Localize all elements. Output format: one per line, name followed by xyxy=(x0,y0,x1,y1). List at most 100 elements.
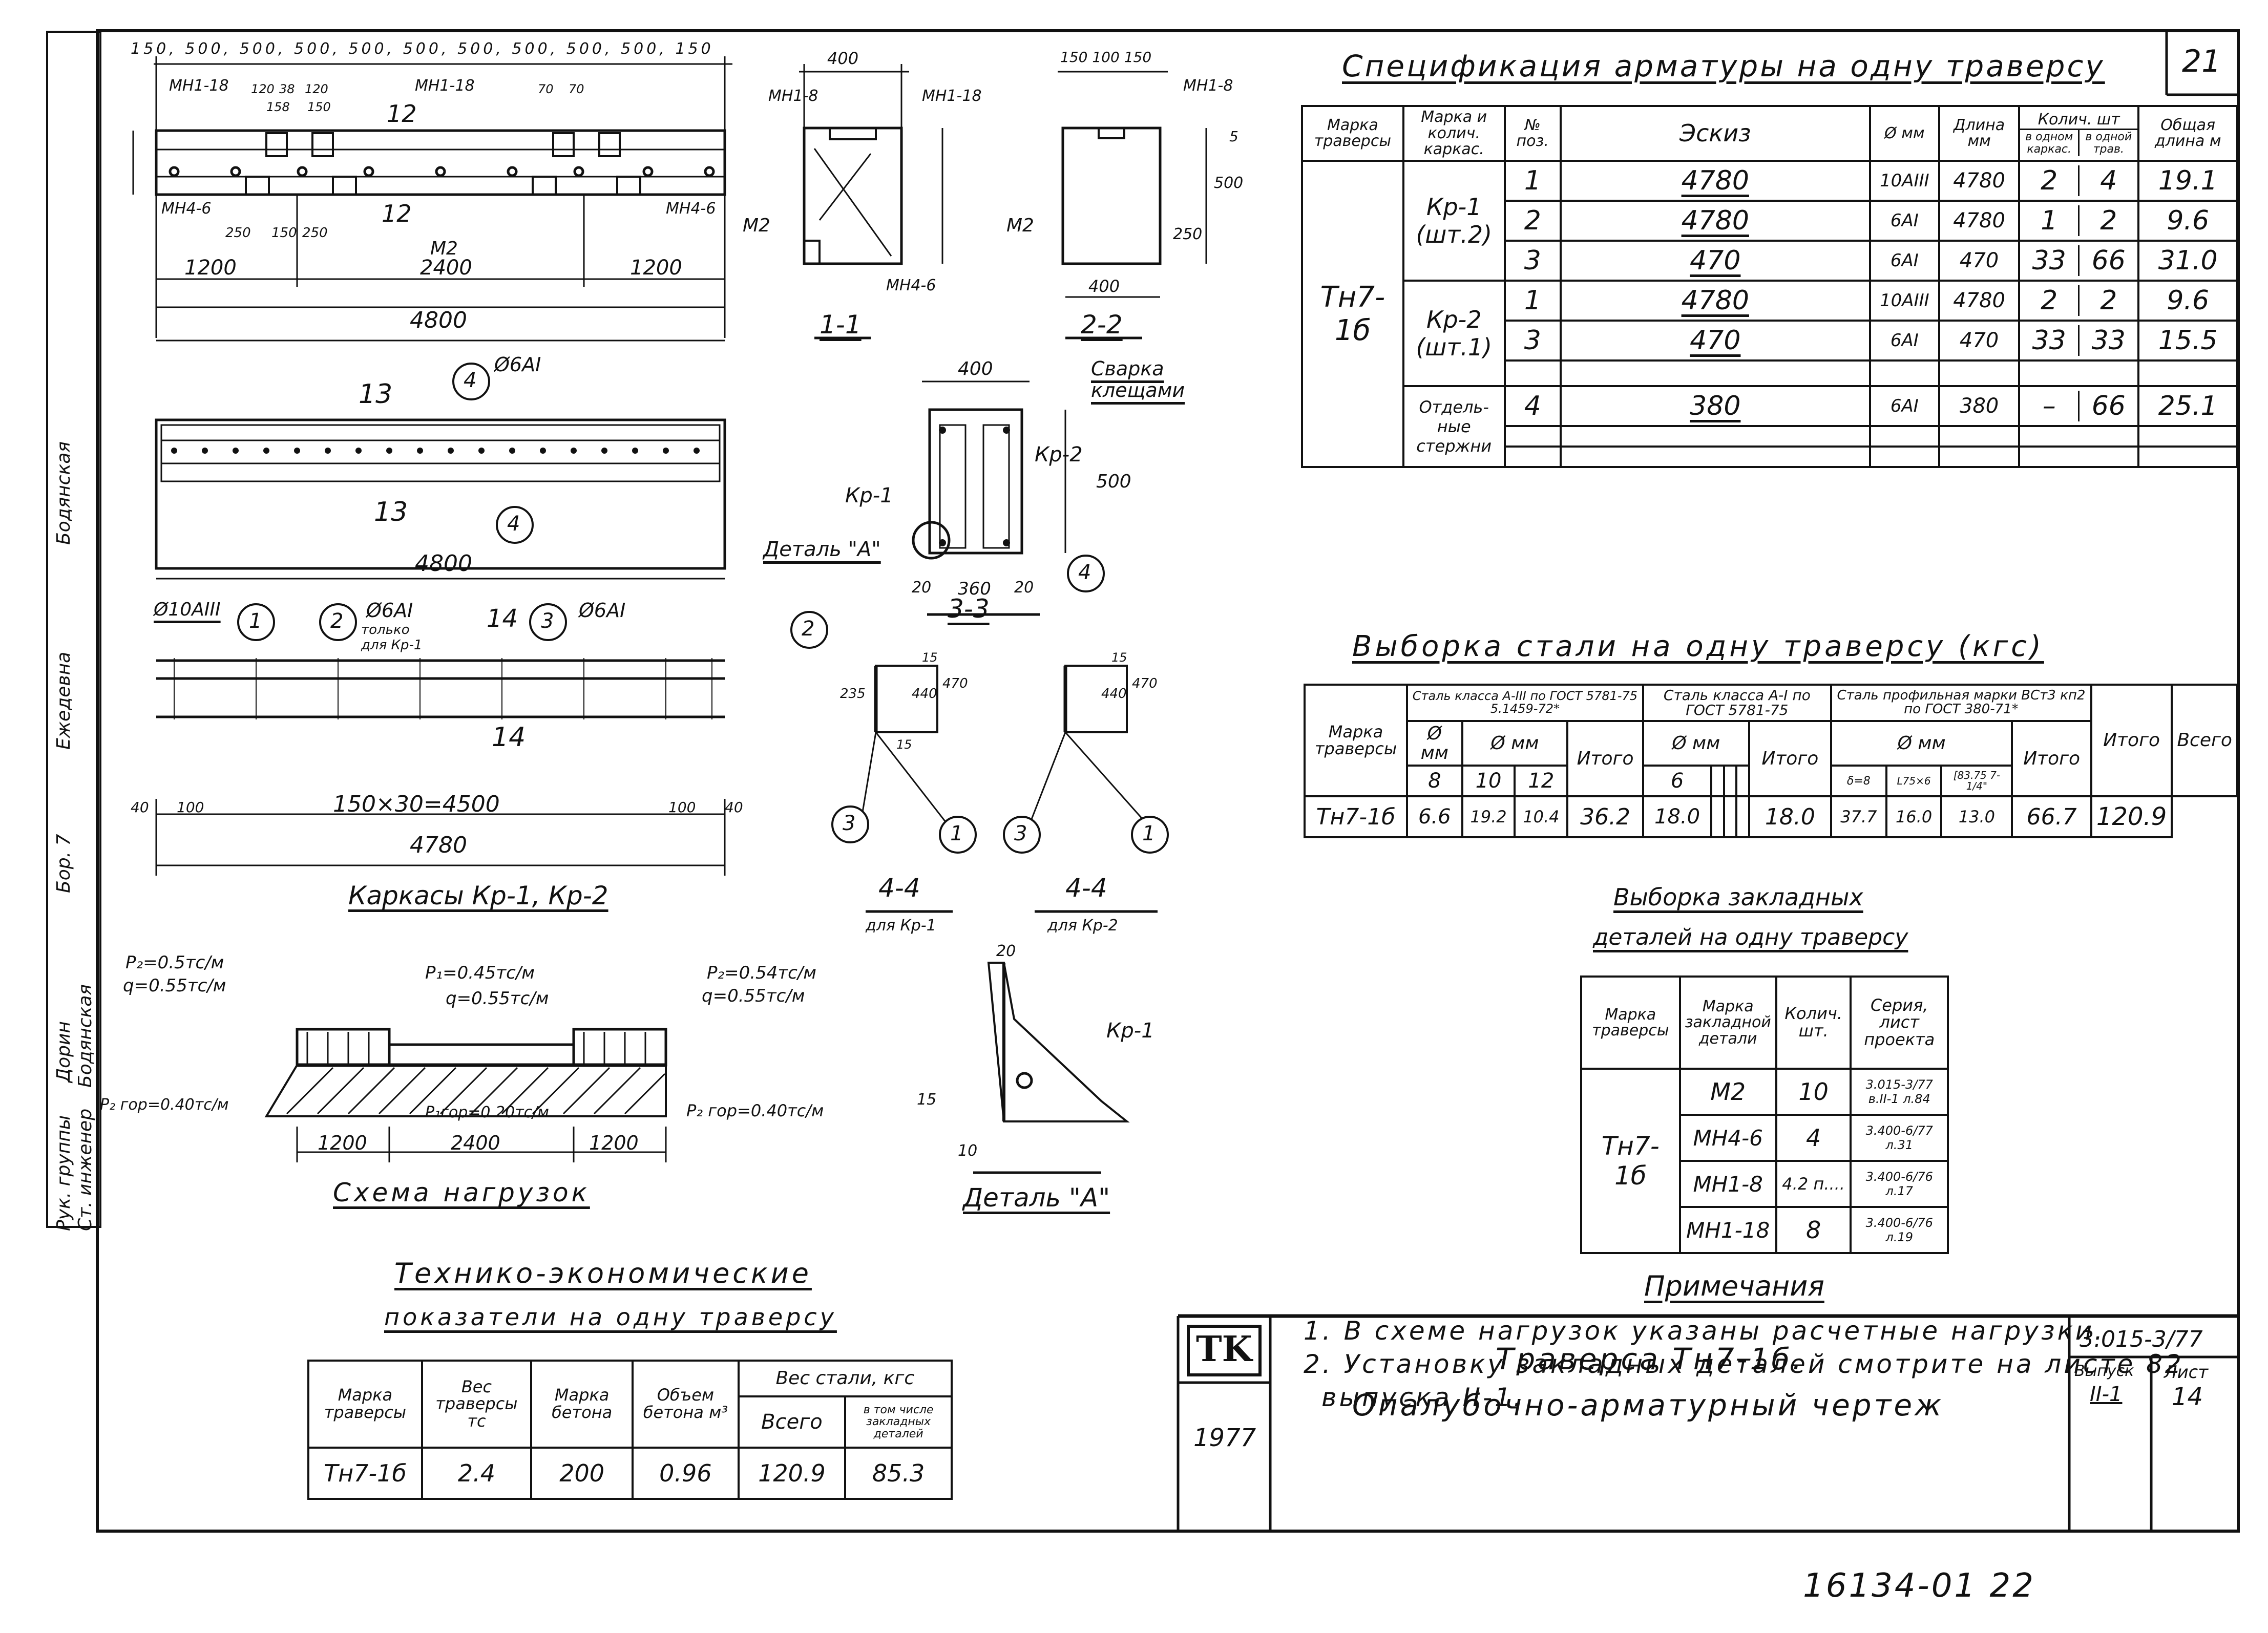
dia: 6АI xyxy=(1868,199,1941,242)
load-label: q=0.55тс/м xyxy=(702,986,805,1006)
qty2: 2 xyxy=(2100,285,2117,316)
dia: 6АI xyxy=(1868,319,1941,362)
title-line-1: Траверса Тн7-1б. xyxy=(1496,1342,1804,1376)
embed-ref: 3.400-6/76 л.19 xyxy=(1850,1206,1949,1254)
top-dim-chain: 150, 500, 500, 500, 500, 500, 500, 500, … xyxy=(131,40,714,58)
embed-qty: 8 xyxy=(1775,1206,1852,1254)
embed-label: МН4-6 xyxy=(886,277,936,294)
col-header: Марка бетона xyxy=(530,1360,634,1449)
dim-label: 40 xyxy=(131,799,149,816)
embed-part: МН1-18 xyxy=(1678,1206,1777,1254)
dim-label: 120 xyxy=(305,82,328,96)
embed-mark: Тн7-1б xyxy=(1580,1068,1681,1254)
dim-label: 20 xyxy=(912,579,932,597)
dim-label: 15 xyxy=(1111,650,1127,665)
note-item: 1. В схеме нагрузок указаны расчетные на… xyxy=(1304,1316,2106,1346)
frame-label: Кр-2 xyxy=(1035,443,1083,466)
dim-label: 500 xyxy=(185,40,224,58)
steel-value: 13.0 xyxy=(1940,795,2013,839)
strip-entry: Ст. инженер xyxy=(75,1108,96,1231)
dim-label: 10 xyxy=(958,1142,978,1160)
callout-1: 1 xyxy=(1142,822,1156,845)
dia: 10АIII xyxy=(1868,159,1941,202)
sub-header: в одной трав. xyxy=(2085,131,2132,156)
weld-note: Сварка клещами xyxy=(1091,357,1185,401)
steel-value: 120.9 xyxy=(2090,795,2173,839)
col-header: Вес стали, кгс xyxy=(737,1360,953,1397)
steel-mark: Тн7-1б xyxy=(1304,795,1408,839)
dim-label: 20 xyxy=(1014,579,1034,597)
col-header: Марка траверсы xyxy=(1304,683,1408,798)
dim-label: 15 xyxy=(917,1091,937,1109)
dim-label: 150 xyxy=(131,40,170,58)
dim-label: 440 xyxy=(912,686,937,702)
qty1: 1 xyxy=(2020,205,2080,236)
load-label: P₂=0.5тс/м xyxy=(125,952,224,973)
dim-label: 1200 xyxy=(630,256,682,280)
steel-table-title: Выборка стали на одну траверсу (кгс) xyxy=(1352,630,2044,663)
issue-value: II-1 xyxy=(2090,1383,2123,1406)
dim-label: 1200 xyxy=(318,1132,367,1154)
dim-label: 150 xyxy=(271,225,297,241)
steel-value: 10.4 xyxy=(1514,795,1569,839)
dia-header: δ=8 xyxy=(1830,765,1887,798)
total: 15.5 xyxy=(2137,319,2238,362)
embed-part: МН1-8 xyxy=(1678,1160,1777,1208)
load-label: P₁гор=0.20тс/м xyxy=(425,1104,549,1121)
dim-label: 470 xyxy=(942,676,968,691)
dim-label: 4780 xyxy=(410,832,467,858)
qty-header: Колич. шт в одном каркас. в одной трав. xyxy=(2018,105,2140,162)
spec-table: Марка траверсы Марка и колич. каркас. № … xyxy=(1301,105,2238,468)
dia: 6АI xyxy=(1868,239,1941,282)
dim-label: 235 xyxy=(840,686,866,702)
dim-label: 500 xyxy=(512,40,551,58)
total: 9.6 xyxy=(2137,279,2238,322)
dia: 10АIII xyxy=(1868,279,1941,322)
col-header: Итого xyxy=(1566,719,1644,798)
label-12: 12 xyxy=(387,100,417,128)
embed-label: МН1-8 xyxy=(768,87,818,105)
callout-3: 3 xyxy=(541,609,554,633)
col-header: Всего xyxy=(2171,683,2238,798)
col-header: Колич. шт xyxy=(2020,111,2138,131)
col-header: Сталь класса А-I по ГОСТ 5781-75 xyxy=(1642,684,1832,722)
col-header: Ø мм xyxy=(1461,719,1569,767)
dim-label: 250 xyxy=(225,225,251,241)
notes-title: Примечания xyxy=(1644,1270,1824,1302)
total: 25.1 xyxy=(2137,385,2238,427)
tk-logo: TK xyxy=(1196,1329,1252,1370)
embed-qty: 10 xyxy=(1775,1068,1852,1116)
approval-strip: Бодянская Ежедевна Бор. 7 Дорин Бодянска… xyxy=(46,31,101,1231)
detail-a-ref: Деталь "А" xyxy=(763,538,881,561)
dia-header: 8 xyxy=(1406,765,1463,798)
bar-label: Ø6АI xyxy=(366,599,413,622)
strip-entry: Дорин xyxy=(53,1021,74,1083)
embed-ref: 3.400-6/77 л.31 xyxy=(1850,1114,1949,1162)
embed-label: МН1-8 xyxy=(1183,77,1233,95)
frame-name: Кр-1 (шт.2) xyxy=(1402,159,1506,282)
col-header: Общая длина м xyxy=(2137,105,2238,162)
dia-header: 12 xyxy=(1514,765,1569,798)
qty2: 66 xyxy=(2091,390,2126,421)
sketch: 470 xyxy=(1559,319,1871,362)
frame-name: Кр-2 (шт.1) xyxy=(1402,279,1506,387)
dim-label: 1200 xyxy=(184,256,237,280)
dim-label: 150 xyxy=(307,100,331,114)
frame-name: Отдель- ные стержни xyxy=(1402,385,1506,468)
dim-label: 500 xyxy=(1214,174,1244,192)
load-label: q=0.55тс/м xyxy=(446,988,549,1009)
dim-label: 500 xyxy=(239,40,278,58)
col-header: Марка траверсы xyxy=(1301,105,1404,162)
load-label: P₂ гор=0.40тс/м xyxy=(686,1101,824,1120)
label-13: 13 xyxy=(374,497,408,527)
steel-value: 66.7 xyxy=(2011,795,2092,839)
steel-value: 37.7 xyxy=(1830,795,1887,839)
tech-value: 120.9 xyxy=(737,1447,847,1500)
sketch: 4780 xyxy=(1559,279,1871,322)
load-label: P₂ гор=0.40тс/м xyxy=(100,1096,229,1114)
col-header: Серия, лист проекта xyxy=(1850,975,1949,1070)
dia-header: L75×6 xyxy=(1885,765,1943,798)
qty1: – xyxy=(2020,390,2080,421)
steel-value: 6.6 xyxy=(1406,795,1463,839)
